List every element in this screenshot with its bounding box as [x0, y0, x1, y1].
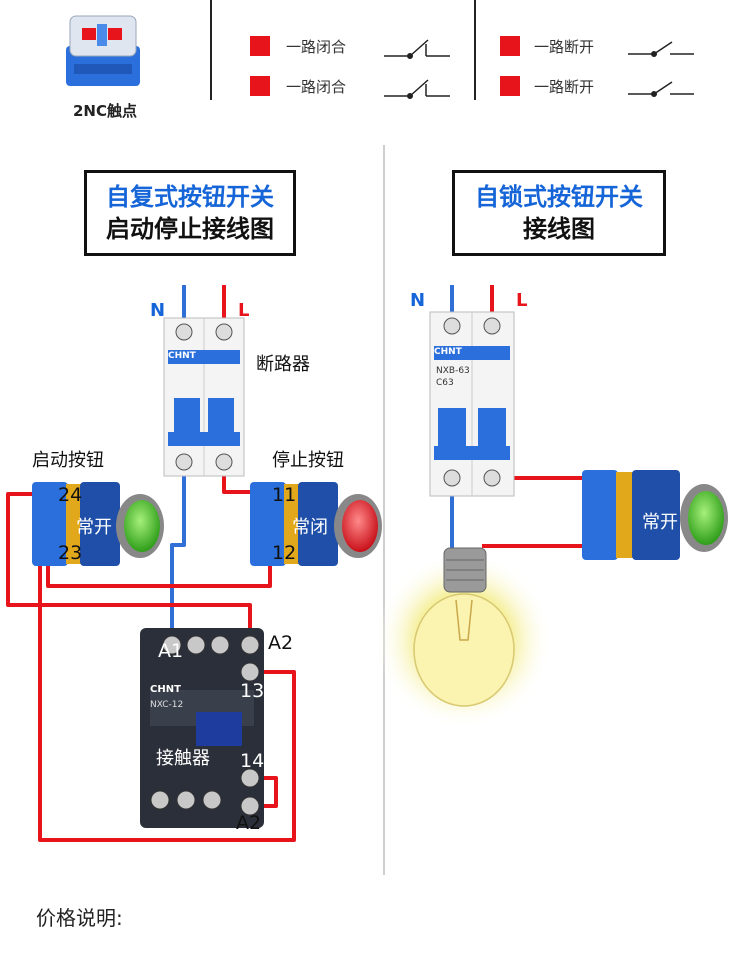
- legend-label-4: 一路断开: [534, 78, 595, 96]
- right-title-box: 自锁式按钮开关 接线图: [452, 170, 666, 256]
- terminal-12: 12: [272, 542, 297, 564]
- terminal-23: 23: [58, 542, 83, 564]
- header-divider-right: [474, 0, 476, 100]
- left-n-label: N: [150, 300, 166, 321]
- terminal-a1: A1: [158, 640, 184, 662]
- terminal-a2-top: A2: [268, 632, 294, 654]
- header-divider-left: [210, 0, 212, 100]
- left-title-box: 自复式按钮开关 启动停止接线图: [84, 170, 296, 256]
- breaker-label: 断路器: [256, 354, 310, 375]
- product-label: 2NC触点: [73, 102, 137, 120]
- right-breaker-model: NXB-63: [436, 366, 470, 376]
- legend-label-2: 一路闭合: [286, 78, 347, 96]
- start-button-body: [32, 482, 164, 566]
- contactor-model: NXC-12: [150, 700, 184, 710]
- left-wires: [6, 285, 296, 842]
- contactor-brand: CHNT: [150, 684, 181, 695]
- left-title-line1: 自复式按钮开关: [106, 183, 274, 211]
- panel-divider: [383, 145, 385, 875]
- right-l-label: L: [516, 290, 528, 311]
- legend-marker-1: [250, 36, 270, 56]
- contactor-label: 接触器: [156, 748, 210, 769]
- right-button-body: [582, 470, 728, 560]
- terminal-13: 13: [240, 680, 265, 702]
- legend-marker-3: [500, 36, 520, 56]
- legend-label-3: 一路断开: [534, 38, 595, 56]
- right-title-line2: 接线图: [523, 215, 595, 243]
- legend-marker-2: [250, 76, 270, 96]
- nc-contact-symbol-1: [382, 34, 452, 64]
- start-button-label: 启动按钮: [32, 450, 104, 471]
- left-breaker: [163, 317, 245, 477]
- terminal-11: 11: [272, 484, 297, 506]
- price-note: 价格说明:: [36, 906, 123, 930]
- right-breaker-brand: CHNT: [434, 347, 462, 357]
- right-n-label: N: [410, 290, 426, 311]
- start-no-label: 常开: [76, 517, 112, 538]
- nc-contact-symbol-2: [382, 74, 452, 104]
- light-bulb: [376, 547, 552, 728]
- product-thumbnail: [60, 6, 146, 94]
- legend-marker-4: [500, 76, 520, 96]
- terminal-14: 14: [240, 750, 265, 772]
- legend-label-1: 一路闭合: [286, 38, 347, 56]
- left-breaker-brand: CHNT: [168, 351, 196, 361]
- right-button-no-label: 常开: [642, 512, 678, 533]
- terminal-24: 24: [58, 484, 83, 506]
- right-title-line1: 自锁式按钮开关: [475, 183, 643, 211]
- no-contact-symbol-2: [626, 74, 696, 104]
- stop-button-label: 停止按钮: [272, 450, 344, 471]
- right-breaker: [429, 311, 515, 497]
- contactor-body: [140, 628, 264, 828]
- left-l-label: L: [238, 300, 250, 321]
- left-title-line2: 启动停止接线图: [106, 215, 274, 243]
- no-contact-symbol-1: [626, 34, 696, 64]
- stop-button-body: [250, 482, 382, 566]
- terminal-a2-bottom: A2: [236, 812, 262, 834]
- stop-nc-label: 常闭: [292, 517, 328, 538]
- right-breaker-rating: C63: [436, 378, 454, 388]
